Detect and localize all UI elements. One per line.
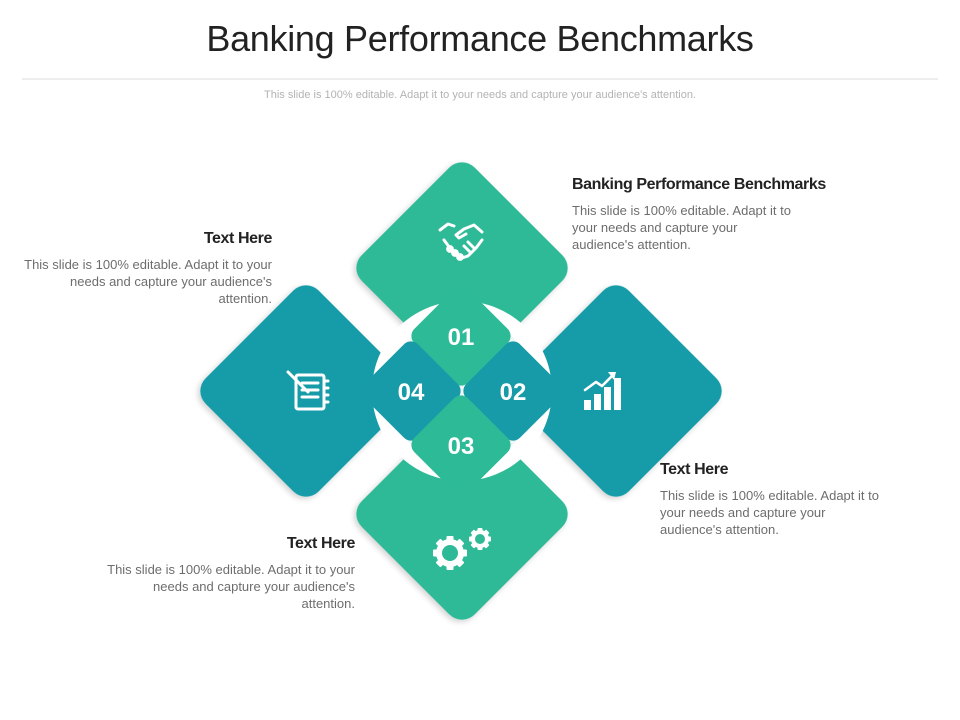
segment-01-inner-diamond	[411, 286, 511, 386]
bar-chart-growth-icon	[583, 372, 621, 410]
segment-03-inner-diamond	[411, 395, 511, 495]
handshake-icon	[438, 222, 484, 261]
segment-04-inner-diamond	[361, 341, 461, 441]
segment-02-inner-diamond	[463, 341, 563, 441]
notepad-icon	[286, 370, 330, 411]
page-subtitle: This slide is 100% editable. Adapt it to…	[264, 89, 696, 101]
text-block-01: Banking Performance Benchmarks This slid…	[572, 176, 892, 253]
text-block-03-body: This slide is 100% editable. Adapt it to…	[107, 562, 355, 611]
text-block-01-body: This slide is 100% editable. Adapt it to…	[572, 203, 791, 252]
text-block-03: Text Here This slide is 100% editable. A…	[105, 535, 355, 612]
segment-01-number: 01	[448, 324, 475, 351]
text-block-04: Text Here This slide is 100% editable. A…	[22, 230, 272, 307]
gears-icon	[433, 528, 491, 570]
text-block-02: Text Here This slide is 100% editable. A…	[660, 461, 910, 538]
title-divider	[22, 78, 938, 80]
text-block-03-title: Text Here	[286, 535, 356, 552]
page-title: Banking Performance Benchmarks	[206, 18, 754, 59]
segment-03-number: 03	[448, 433, 475, 460]
text-block-04-title: Text Here	[203, 230, 273, 247]
text-block-01-title: Banking Performance Benchmarks	[572, 176, 826, 193]
text-block-02-body: This slide is 100% editable. Adapt it to…	[660, 488, 879, 537]
text-block-04-body: This slide is 100% editable. Adapt it to…	[24, 257, 272, 306]
segment-04-number: 04	[398, 379, 425, 406]
segment-02-number: 02	[500, 379, 527, 406]
text-block-02-title: Text Here	[660, 461, 729, 478]
